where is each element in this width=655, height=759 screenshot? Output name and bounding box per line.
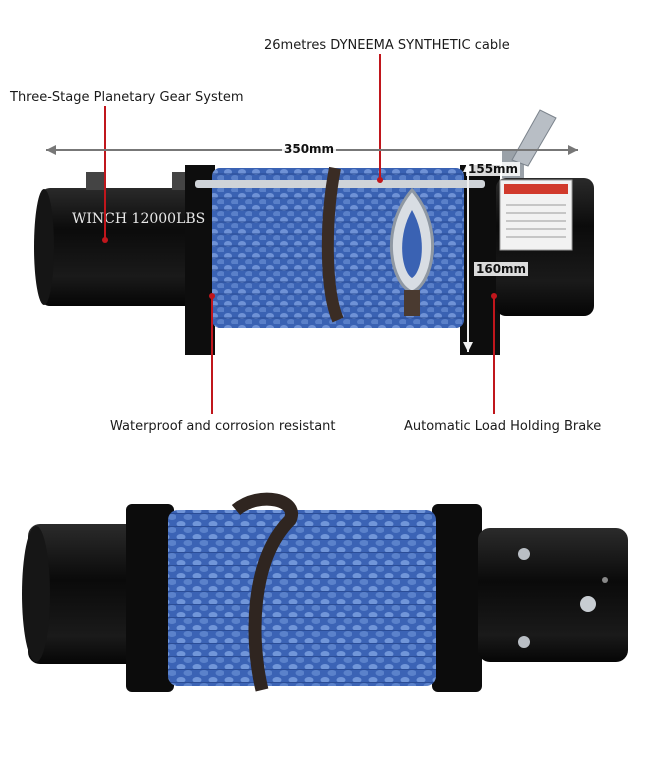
waterproof-callout-dot [209, 293, 215, 299]
waterproof-callout: Waterproof and corrosion resistant [110, 419, 336, 434]
brake-callout: Automatic Load Holding Brake [404, 419, 602, 434]
bottom-left-drum-end [22, 524, 148, 664]
top-winch-illustration: WINCH 12000LBS [34, 54, 594, 414]
left-frame [185, 165, 215, 355]
motor-cylinder [34, 172, 200, 306]
length-dimension: 350mm [282, 142, 337, 156]
cable-callout-dot [377, 177, 383, 183]
cable-callout: 26metres DYNEEMA SYNTHETIC cable [264, 38, 510, 53]
bottom-right-motor [478, 528, 628, 662]
rope-thimble [389, 187, 435, 316]
brake-callout-dot [491, 293, 497, 299]
gear-callout-dot [102, 237, 108, 243]
gear-callout: Three-Stage Planetary Gear System [10, 90, 244, 105]
rope-strap [321, 166, 344, 323]
tie-bar [195, 180, 485, 188]
height-top-dimension: 155mm [466, 162, 521, 176]
bottom-right-frame [432, 504, 482, 692]
bottom-left-frame [126, 504, 174, 692]
height-side-dimension: 160mm [474, 262, 529, 276]
bottom-rope-drum [168, 510, 436, 686]
bottom-rope-strap [231, 492, 298, 692]
gearbox [496, 178, 594, 316]
